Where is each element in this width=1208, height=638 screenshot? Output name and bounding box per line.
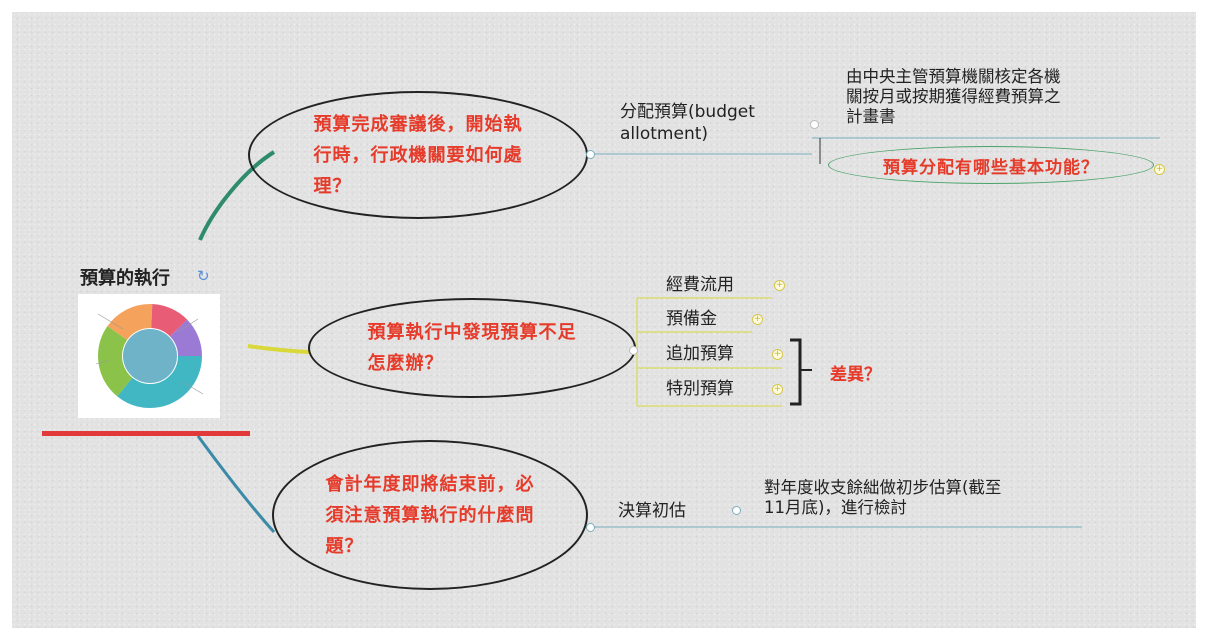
note-allotment-line-3: 計畫書 [846, 107, 896, 126]
question-3-line-2: 須注意預算執行的什麼問 [325, 504, 535, 526]
node-reserve-fund[interactable]: 預備金 [666, 309, 717, 329]
collapse-toggle-3[interactable] [586, 523, 595, 532]
node-budget-allotment[interactable]: 分配預算(budget allotment) [620, 101, 755, 145]
question-3-line-3: 題？ [325, 535, 364, 557]
note-final-accounts-line-1: 對年度收支餘絀做初步估算(截至 [764, 478, 1002, 497]
mindmap-canvas: 預算的執行 ↻ 預算完成審議後，開始執 行時，行政機關要如何處 理？ 分配預算(… [12, 12, 1196, 628]
question-1-line-3: 理？ [313, 175, 352, 197]
note-allotment-line-2: 關按月或按期獲得經費預算之 [846, 87, 1061, 106]
expand-plus-icon[interactable]: + [772, 349, 783, 360]
note-final-accounts-line-2: 11月底)，進行檢討 [764, 498, 907, 517]
sub-question-allotment-functions[interactable]: 預算分配有哪些基本功能？ [828, 146, 1154, 184]
connector-lines [196, 137, 1160, 534]
root-underline [42, 431, 250, 436]
collapse-toggle-allotment[interactable] [810, 120, 819, 129]
node-preliminary-final-accounts[interactable]: 決算初估 [618, 501, 686, 521]
question-3-line-1: 會計年度即將結束前，必 [325, 473, 535, 495]
note-allotment-line-1: 由中央主管預算機關核定各機 [846, 67, 1061, 86]
expand-plus-icon[interactable]: + [1154, 164, 1165, 175]
expand-plus-icon[interactable]: + [774, 280, 785, 291]
note-allotment-definition[interactable]: 由中央主管預算機關核定各機 關按月或按期獲得經費預算之 計畫書 [846, 67, 1061, 127]
question-2-line-2: 怎麼辦？ [367, 353, 444, 374]
note-final-accounts[interactable]: 對年度收支餘絀做初步估算(截至 11月底)，進行檢討 [764, 478, 1001, 518]
question-1-line-2: 行時，行政機關要如何處 [313, 144, 523, 166]
question-bubble-1[interactable]: 預算完成審議後，開始執 行時，行政機關要如何處 理？ [248, 91, 588, 219]
sub-question-label: 預算分配有哪些基本功能？ [883, 157, 1099, 178]
question-1-line-1: 預算完成審議後，開始執 [313, 113, 523, 135]
root-title[interactable]: 預算的執行 [80, 268, 170, 289]
collapse-toggle-1[interactable] [586, 150, 595, 159]
question-bubble-2[interactable]: 預算執行中發現預算不足 怎麼辦？ [308, 298, 636, 398]
node-special-budget[interactable]: 特別預算 [666, 379, 734, 399]
expand-plus-icon[interactable]: + [772, 384, 783, 395]
collapse-toggle-final-accounts[interactable] [732, 506, 741, 515]
node-supplementary-budget[interactable]: 追加預算 [666, 344, 734, 364]
node-budget-allotment-line-1: 分配預算(budget [620, 102, 755, 122]
node-budget-allotment-line-2: allotment) [620, 124, 709, 144]
difference-label[interactable]: 差異？ [830, 365, 881, 385]
collapse-toggle-2[interactable] [629, 346, 638, 355]
question-bubble-3[interactable]: 會計年度即將結束前，必 須注意預算執行的什麼問 題？ [272, 440, 588, 590]
expand-plus-icon[interactable]: + [752, 314, 763, 325]
question-2-line-1: 預算執行中發現預算不足 [367, 322, 577, 343]
refresh-icon[interactable]: ↻ [197, 267, 210, 285]
node-fund-transfer[interactable]: 經費流用 [666, 275, 734, 295]
pie-thumbnail-image [78, 294, 220, 418]
